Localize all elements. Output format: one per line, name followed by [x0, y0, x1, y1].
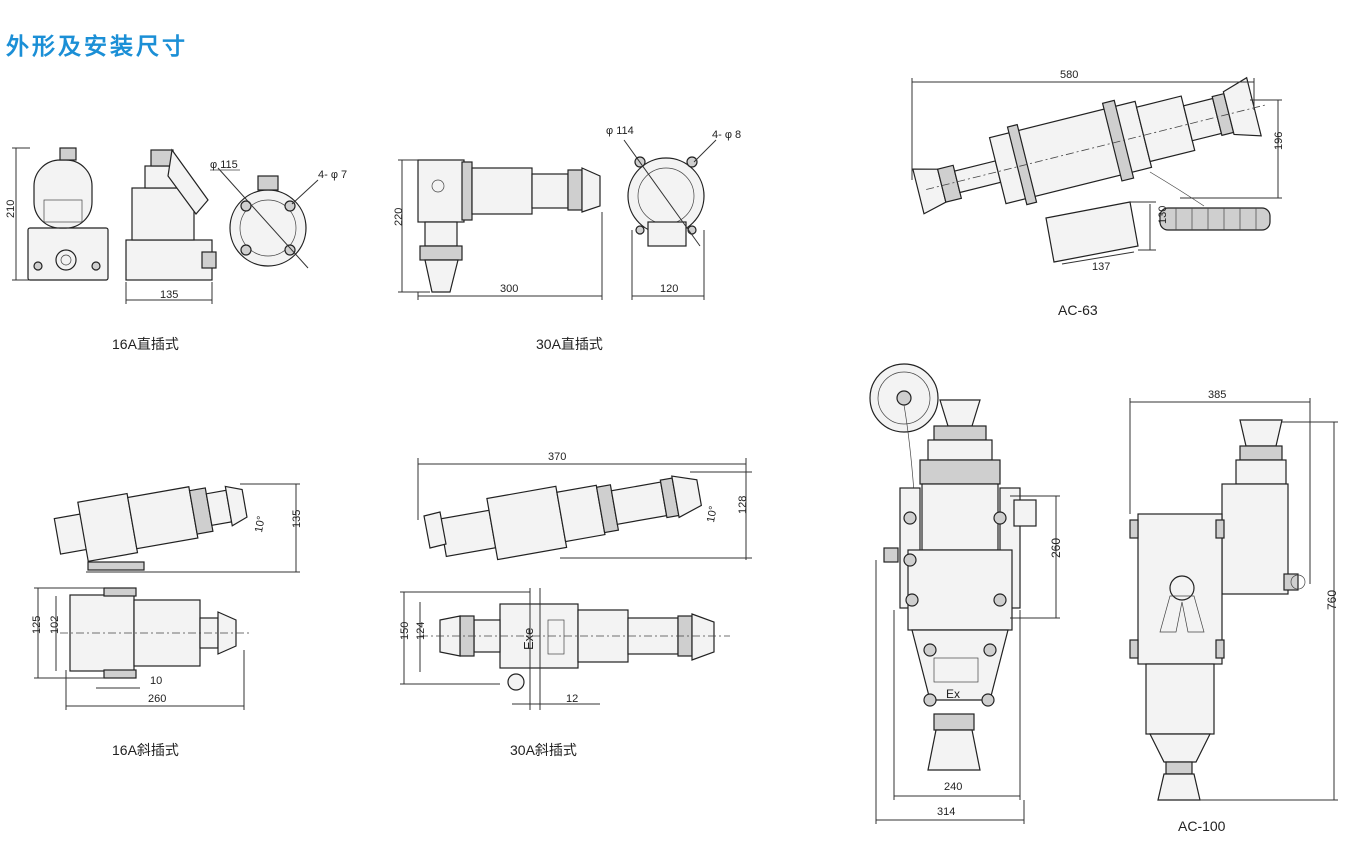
dim-30s-side: 120 — [660, 283, 678, 295]
dim-ac100-height: 260 — [1049, 538, 1063, 558]
caption-ac100: AC-100 — [1178, 818, 1226, 834]
dim-16s-width: 135 — [160, 289, 178, 301]
dim-16s-holes: 4- φ 7 — [318, 169, 347, 181]
drawing-16a-straight — [12, 147, 319, 304]
drawing-ac100-side — [1129, 398, 1338, 801]
drawing-16a-angled — [34, 483, 300, 710]
drawing-ac100-front — [869, 363, 1060, 824]
dim-30a-height1: 150 — [399, 622, 411, 640]
dim-ac100-side-width: 385 — [1208, 389, 1226, 401]
caption-30a-angled: 30A斜插式 — [510, 742, 577, 758]
dim-ac100-width1: 240 — [944, 781, 962, 793]
drawing-30a-straight — [398, 139, 717, 300]
dim-30s-width: 300 — [500, 283, 518, 295]
dim-ac63-height: 196 — [1273, 132, 1285, 150]
dim-16a-height1: 125 — [31, 616, 43, 634]
dim-16s-height: 210 — [5, 200, 17, 218]
dim-16s-diameter: φ 115 — [210, 159, 238, 171]
dim-30a-height2: 124 — [415, 622, 427, 640]
caption-ac63: AC-63 — [1058, 302, 1098, 318]
page-title: 外形及安装尺寸 — [6, 34, 188, 60]
caption-16a-straight: 16A直插式 — [112, 336, 179, 352]
drawing-30a-angled — [400, 458, 752, 710]
dim-16a-height: 135 — [291, 510, 303, 528]
dim-ac63-box-width: 137 — [1092, 261, 1110, 273]
dim-16a-angle: 10° — [253, 515, 268, 533]
dim-16a-gap: 10 — [150, 675, 162, 687]
dim-16a-width: 260 — [148, 693, 166, 705]
dim-ac100-side-height: 760 — [1325, 590, 1339, 610]
dim-30a-height: 128 — [737, 496, 749, 514]
label-30a-exe: Exe — [521, 628, 536, 650]
dim-30s-diameter: φ 114 — [606, 125, 634, 137]
dim-30s-holes: 4- φ 8 — [712, 129, 741, 141]
drawing-ac63 — [911, 76, 1282, 265]
dim-30s-height: 220 — [393, 208, 405, 226]
dim-ac63-width: 580 — [1060, 69, 1078, 81]
dim-16a-height2: 102 — [49, 616, 61, 634]
dim-30a-angle: 10° — [705, 505, 720, 523]
dim-ac100-width2: 314 — [937, 806, 955, 818]
dim-30a-width: 370 — [548, 451, 566, 463]
caption-30a-straight: 30A直插式 — [536, 336, 603, 352]
dim-ac63-box-height: 130 — [1157, 206, 1169, 224]
dim-30a-gap: 12 — [566, 693, 578, 705]
label-ac100-ex: Ex — [946, 687, 960, 701]
caption-16a-angled: 16A斜插式 — [112, 742, 179, 758]
